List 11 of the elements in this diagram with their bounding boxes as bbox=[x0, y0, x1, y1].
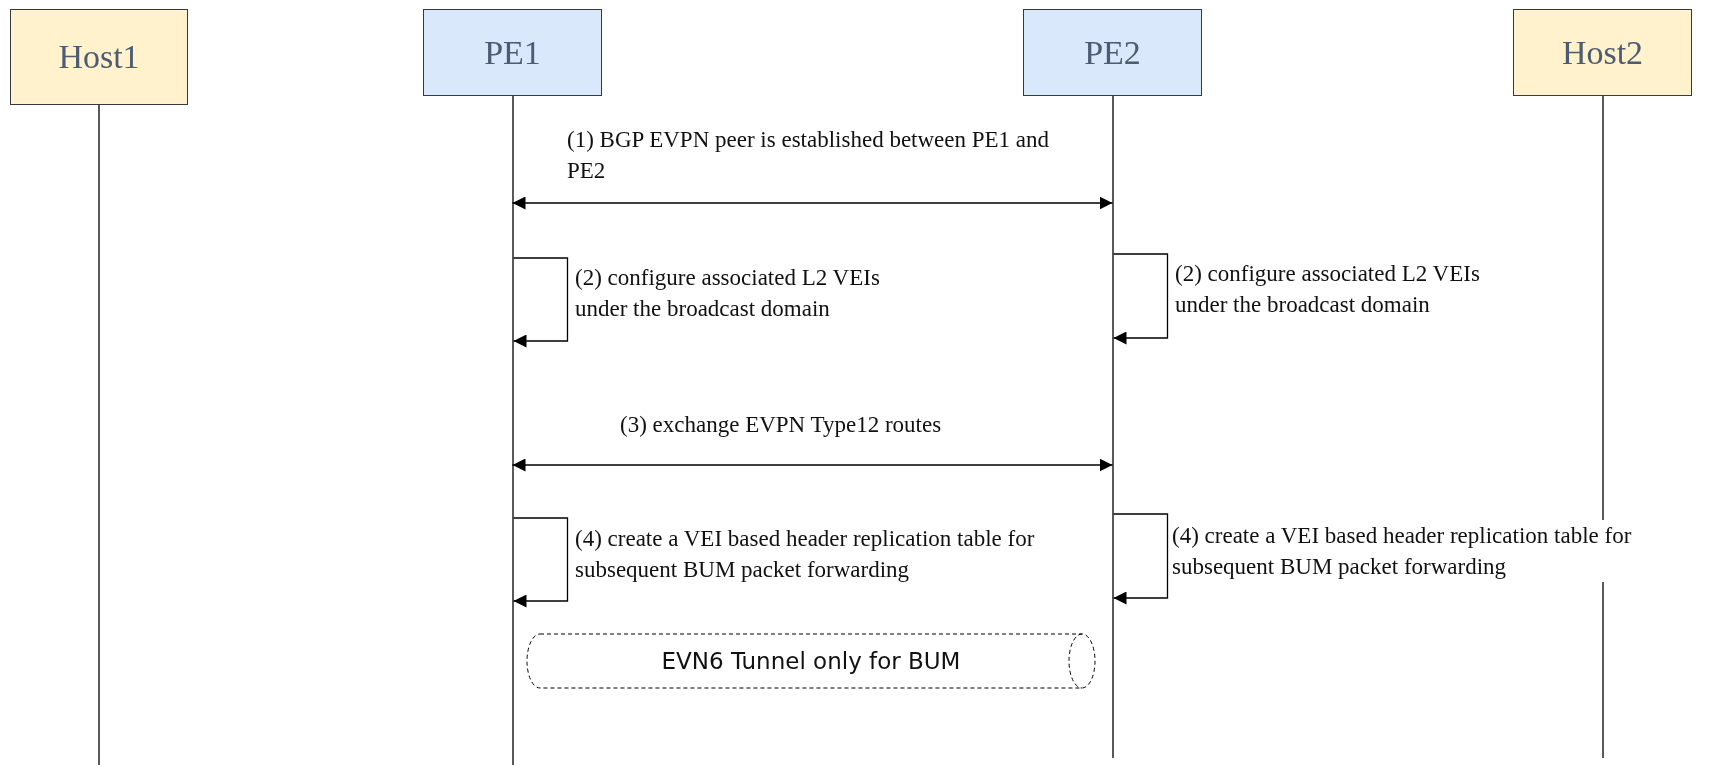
participant-name: PE1 bbox=[484, 33, 541, 72]
arrow bbox=[512, 257, 569, 348]
participant-name: Host2 bbox=[1561, 33, 1644, 72]
tunnel-label: EVN6 Tunnel only for BUM bbox=[661, 648, 961, 674]
arrow bbox=[1112, 513, 1169, 605]
participant-name: Host1 bbox=[58, 38, 140, 76]
arrow bbox=[511, 458, 1114, 472]
arrow bbox=[512, 517, 569, 608]
arrow bbox=[511, 196, 1114, 210]
participant-name: PE2 bbox=[1084, 33, 1141, 72]
arrow bbox=[1112, 253, 1169, 345]
